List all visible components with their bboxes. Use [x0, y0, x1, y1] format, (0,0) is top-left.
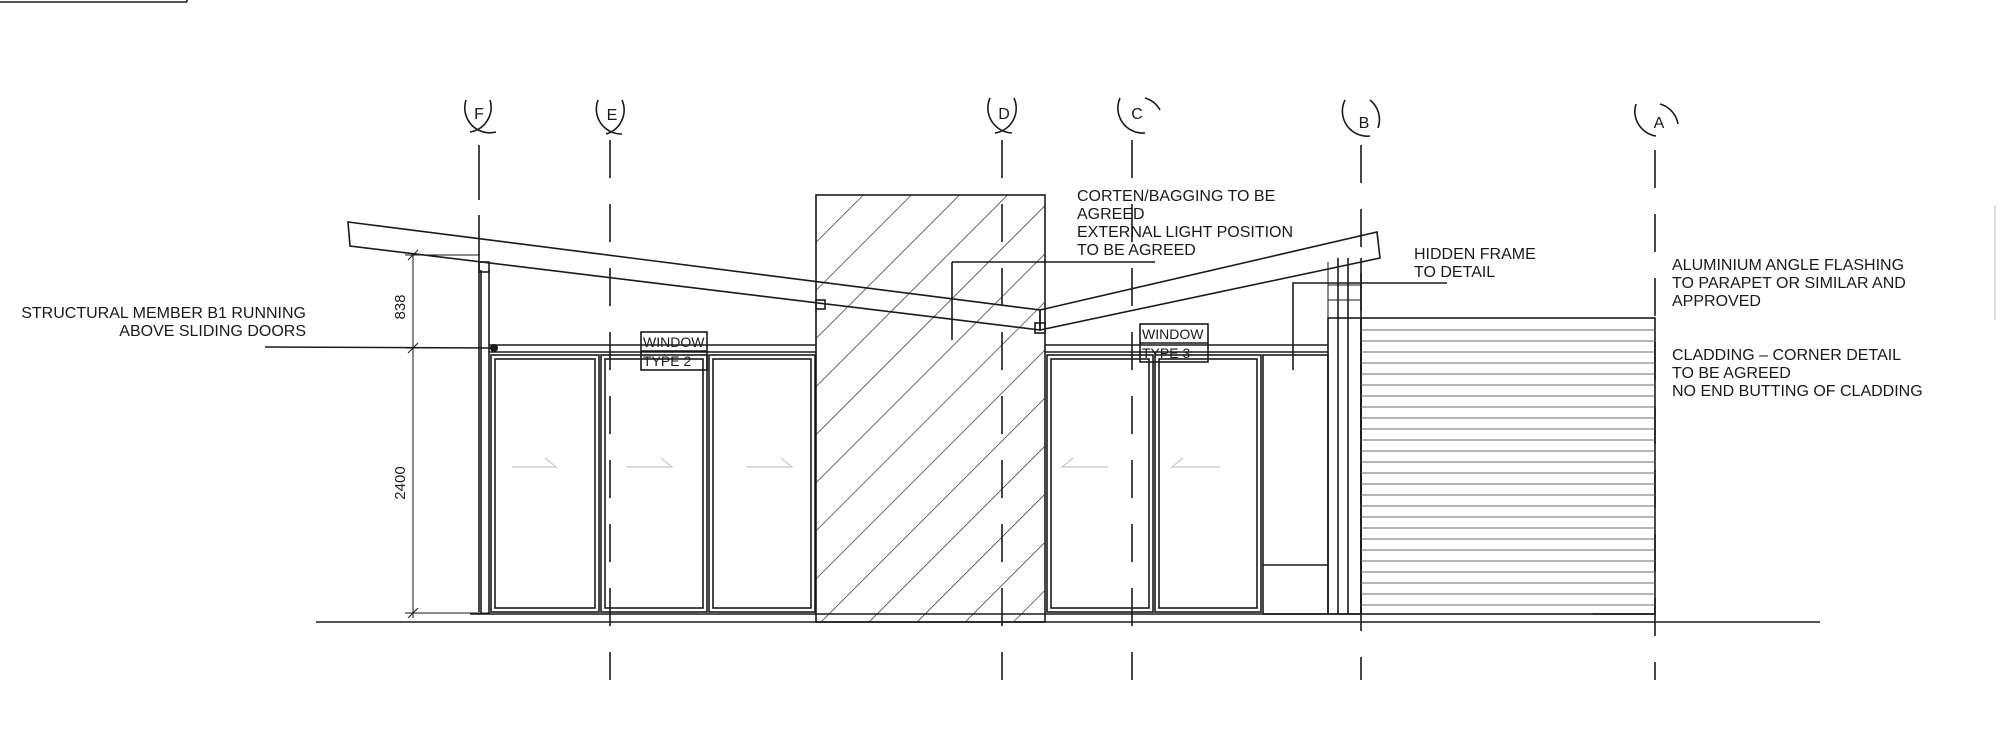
window-type3-line2: TYPE 3 — [1142, 345, 1190, 361]
note-cladding: CLADDING – CORNER DETAIL TO BE AGREED NO… — [1672, 347, 1923, 400]
note-line: NO END BUTTING OF CLADDING — [1672, 383, 1923, 400]
slide-arrow-left — [1170, 457, 1220, 468]
note-line: TO BE AGREED — [1077, 242, 1196, 259]
hidden-frame-leader — [1292, 282, 1447, 370]
note-line: STRUCTURAL MEMBER B1 RUNNING — [21, 305, 306, 322]
note-aluminium-flashing: ALUMINIUM ANGLE FLASHING TO PARAPET OR S… — [1672, 257, 1906, 310]
grid-bubble-f — [463, 99, 497, 134]
window-tag-type-3: WINDOW TYPE 3 — [1139, 323, 1209, 363]
cladding-panel — [1360, 317, 1656, 615]
window-type2-line1: WINDOW — [643, 334, 705, 350]
grid-axis-e: E — [595, 99, 625, 680]
grid-bubble-d — [987, 97, 1013, 134]
grid-bubble-b — [1341, 99, 1371, 137]
note-corten: CORTEN/BAGGING TO BE AGREED EXTERNAL LIG… — [1077, 188, 1293, 259]
slide-arrow-right — [746, 457, 794, 468]
grid-label-c: C — [1131, 106, 1143, 123]
dimension-chain: 838 2400 — [392, 249, 490, 619]
sliding-doors-right — [1046, 354, 1329, 615]
sliding-doors-left — [490, 354, 816, 613]
grid-axis-c: C — [1117, 97, 1161, 680]
note-line: ALUMINIUM ANGLE FLASHING — [1672, 257, 1904, 274]
note-line: CORTEN/BAGGING TO BE — [1077, 188, 1275, 205]
slide-arrow-left — [1060, 457, 1108, 468]
note-line: APPROVED — [1672, 293, 1761, 310]
grid-label-f: F — [474, 106, 484, 123]
grid-label-e: E — [607, 107, 618, 124]
note-structural-member: STRUCTURAL MEMBER B1 RUNNING ABOVE SLIDI… — [21, 305, 306, 340]
grid-bubble-e — [595, 99, 623, 135]
grid-bubble-d — [994, 97, 1017, 134]
note-line: TO BE AGREED — [1672, 365, 1791, 382]
note-line: EXTERNAL LIGHT POSITION — [1077, 224, 1293, 241]
grid-bubble-e — [605, 99, 625, 135]
grid-bubble-a — [1634, 103, 1657, 137]
grid-bubble-f — [469, 99, 492, 133]
dimension-2400: 2400 — [392, 466, 409, 499]
slide-arrow-right — [626, 457, 674, 468]
grid-axis-f: F — [463, 99, 497, 612]
note-line: TO DETAIL — [1414, 264, 1495, 281]
note-hidden-frame: HIDDEN FRAME TO DETAIL — [1414, 246, 1536, 281]
grid-bubble-c — [1117, 97, 1146, 134]
masonry-bracket — [815, 299, 826, 310]
roof-bracket — [478, 261, 490, 273]
slide-arrow-right — [512, 457, 558, 468]
grid-label-a: A — [1654, 115, 1665, 132]
structural-leader-dot — [490, 344, 498, 352]
grid-label-d: D — [998, 106, 1010, 123]
window-type2-line2: TYPE 2 — [643, 353, 691, 369]
note-line: TO PARAPET OR SIMILAR AND — [1672, 275, 1906, 292]
note-line: CLADDING – CORNER DETAIL — [1672, 347, 1901, 364]
window-tag-type-2: WINDOW TYPE 2 — [640, 331, 708, 371]
grid-label-b: B — [1359, 115, 1370, 132]
grid-bubble-b — [1369, 99, 1381, 129]
corner-post — [1327, 258, 1362, 615]
window-type3-line1: WINDOW — [1142, 326, 1204, 342]
structural-leader — [264, 346, 499, 349]
note-line: HIDDEN FRAME — [1414, 246, 1536, 263]
dimension-838: 838 — [392, 294, 409, 319]
grid-bubble-c — [1144, 97, 1161, 111]
masonry-block — [815, 194, 1046, 623]
note-line: ABOVE SLIDING DOORS — [119, 323, 306, 340]
grid-bubble-a — [1659, 103, 1679, 125]
note-line: AGREED — [1077, 206, 1145, 223]
